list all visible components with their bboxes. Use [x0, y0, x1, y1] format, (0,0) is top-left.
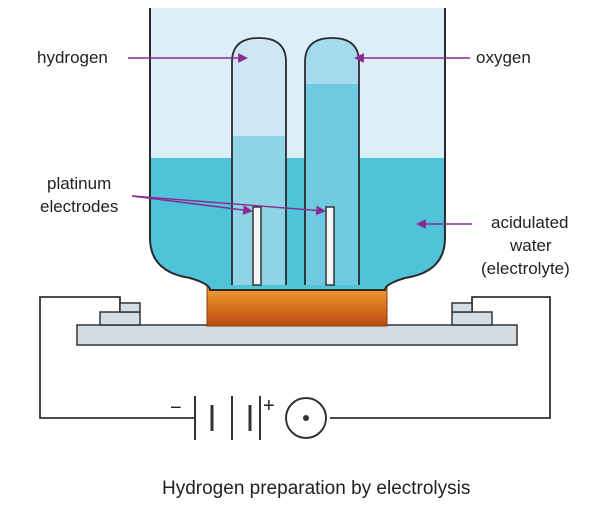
hydrogen-tube [231, 37, 287, 285]
platinum-electrode-left [252, 206, 262, 286]
electrode-arrow-left [131, 195, 253, 215]
electrolyte-label-line2: water [509, 236, 552, 255]
oxygen-tube [304, 37, 360, 285]
glass-vessel [149, 8, 446, 291]
platinum-electrodes-label-line1: platinum [47, 174, 111, 193]
electrolyte-label-line1: acidulated [491, 213, 569, 232]
platinum-electrodes-label-line2: electrodes [40, 197, 118, 216]
oxygen-label: oxygen [476, 48, 531, 67]
battery-negative-sign: − [170, 397, 182, 419]
electrolyte-label-line3: (electrolyte) [481, 259, 570, 278]
acidulated-water [150, 158, 445, 290]
vessel-air [150, 8, 445, 160]
diagram-caption: Hydrogen preparation by electrolysis [162, 478, 470, 499]
hydrogen-label: hydrogen [37, 48, 108, 67]
platinum-electrode-right [325, 206, 335, 286]
electrode-arrow-right [131, 195, 326, 216]
battery-positive-sign: + [263, 395, 275, 417]
switch-symbol [285, 397, 327, 439]
battery-symbol [194, 396, 261, 440]
